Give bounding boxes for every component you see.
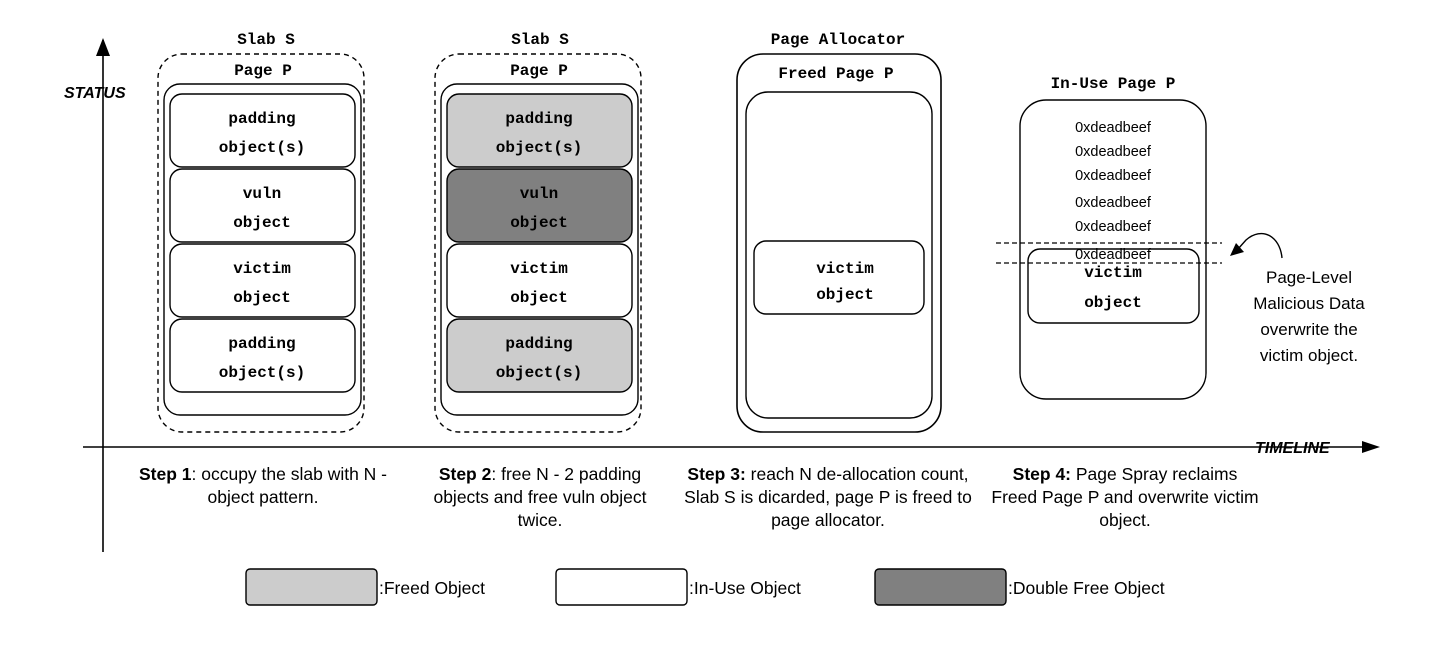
object-block: vuln object xyxy=(446,168,633,243)
object-label-line2: object(s) xyxy=(219,139,305,157)
victim-object xyxy=(446,243,633,318)
step-label: Step 2 xyxy=(438,464,492,484)
victim-object xyxy=(753,240,925,315)
spray-value: 0xdeadbeef xyxy=(1075,219,1152,235)
annotation-line: Page-Level xyxy=(1266,268,1352,287)
step-caption: Step 1: occupy the slab with N - object … xyxy=(118,463,408,509)
padding-object-freed xyxy=(446,93,633,168)
padding-object xyxy=(169,93,356,168)
annotation-line: victim object. xyxy=(1260,346,1358,365)
annotation-line: Malicious Data xyxy=(1253,294,1365,313)
page-title: In-Use Page P xyxy=(1051,75,1176,93)
object-block: victim object xyxy=(446,243,633,318)
object-label-line2: object xyxy=(510,214,568,232)
slab-title: Slab S xyxy=(237,31,295,49)
object-block: 0xdeadbeef victim object xyxy=(1027,247,1200,324)
object-label-line1: vuln xyxy=(243,185,281,203)
object-label-line2: object xyxy=(233,214,291,232)
step-caption: Step 3: reach N de-allocation count, Sla… xyxy=(672,463,984,532)
padding-object-freed xyxy=(446,318,633,393)
object-label-line2: object(s) xyxy=(219,364,305,382)
spray-value: 0xdeadbeef xyxy=(1075,195,1152,211)
step-caption: Step 4: Page Spray reclaims Freed Page P… xyxy=(990,463,1260,532)
object-label-line2: object xyxy=(816,286,874,304)
victim-object xyxy=(169,243,356,318)
step-sep: : xyxy=(491,464,497,484)
object-label-line1: victim xyxy=(510,260,568,278)
legend: :Freed Object :In-Use Object :Double Fre… xyxy=(245,568,1165,606)
allocator-title: Page Allocator xyxy=(771,31,905,49)
step-caption: Step 2: free N - 2 padding objects and f… xyxy=(420,463,660,532)
object-block: padding object(s) xyxy=(169,93,356,168)
spray-value: 0xdeadbeef xyxy=(1075,144,1152,160)
curved-arrow-head-icon xyxy=(1230,243,1244,256)
legend-label: :Double Free Object xyxy=(1008,578,1165,598)
object-label-line1: victim xyxy=(233,260,291,278)
object-block: victim object xyxy=(753,240,925,315)
step-text: free N - 2 padding objects and free vuln… xyxy=(433,464,647,530)
slab-boundary xyxy=(157,53,365,433)
step-label: Step 3: xyxy=(687,464,746,484)
legend-swatch-freed xyxy=(245,568,378,606)
spray-value: 0xdeadbeef xyxy=(1075,247,1152,263)
object-block: victim object xyxy=(169,243,356,318)
legend-swatch-double-free xyxy=(874,568,1007,606)
step-text: Page Spray reclaims Freed Page P and ove… xyxy=(991,464,1259,530)
annotation-line: overwrite the xyxy=(1260,320,1357,339)
object-label-line2: object xyxy=(1084,294,1142,312)
step-label: Step 1 xyxy=(138,464,192,484)
page-title: Freed Page P xyxy=(778,65,893,83)
vuln-object-double-free xyxy=(446,168,633,243)
object-block: padding object(s) xyxy=(446,318,633,393)
object-label-line1: padding xyxy=(505,335,572,353)
legend-swatch-in-use xyxy=(555,568,688,606)
object-block: vuln object xyxy=(169,168,356,243)
object-label-line2: object xyxy=(510,289,568,307)
y-axis-arrow-icon xyxy=(96,38,110,56)
step-label: Step 4: xyxy=(1012,464,1072,484)
legend-label: :In-Use Object xyxy=(689,578,801,598)
slab-s-group-step1: Slab S Page P padding object(s) vuln obj… xyxy=(157,31,365,433)
step-text: reach N de-allocation count, Slab S is d… xyxy=(684,464,972,530)
object-block: padding object(s) xyxy=(446,93,633,168)
slab-s-group-step2: Slab S Page P padding object(s) vuln obj… xyxy=(434,31,642,433)
slab-title: Slab S xyxy=(511,31,569,49)
spray-value: 0xdeadbeef xyxy=(1075,120,1152,136)
padding-object xyxy=(169,318,356,393)
page-title: Page P xyxy=(234,62,292,80)
object-label-line1: padding xyxy=(505,110,572,128)
object-label-line1: padding xyxy=(228,335,295,353)
spray-value: 0xdeadbeef xyxy=(1075,168,1152,184)
in-use-page-group-step4: In-Use Page P 0xdeadbeef 0xdeadbeef 0xde… xyxy=(996,75,1365,400)
x-axis-label: TIMELINE xyxy=(1255,440,1331,457)
curved-arrow-icon xyxy=(1237,233,1283,259)
legend-label: :Freed Object xyxy=(379,578,485,598)
slab-boundary xyxy=(434,53,642,433)
object-label-line1: padding xyxy=(228,110,295,128)
step-sep: : xyxy=(191,464,197,484)
object-label-line1: victim xyxy=(816,260,874,278)
y-axis-label: STATUS xyxy=(64,85,126,102)
object-label-line1: vuln xyxy=(520,185,558,203)
victim-object-overwritten xyxy=(1027,248,1200,324)
step-text: occupy the slab with N - object pattern. xyxy=(196,464,388,507)
vuln-object xyxy=(169,168,356,243)
page-title: Page P xyxy=(510,62,568,80)
object-label-line2: object xyxy=(233,289,291,307)
object-block: padding object(s) xyxy=(169,318,356,393)
page-allocator-group-step3: Page Allocator Freed Page P victim objec… xyxy=(736,31,942,433)
x-axis-arrow-icon xyxy=(1362,441,1380,453)
object-label-line2: object(s) xyxy=(496,364,582,382)
object-label-line1: victim xyxy=(1084,264,1142,282)
object-label-line2: object(s) xyxy=(496,139,582,157)
